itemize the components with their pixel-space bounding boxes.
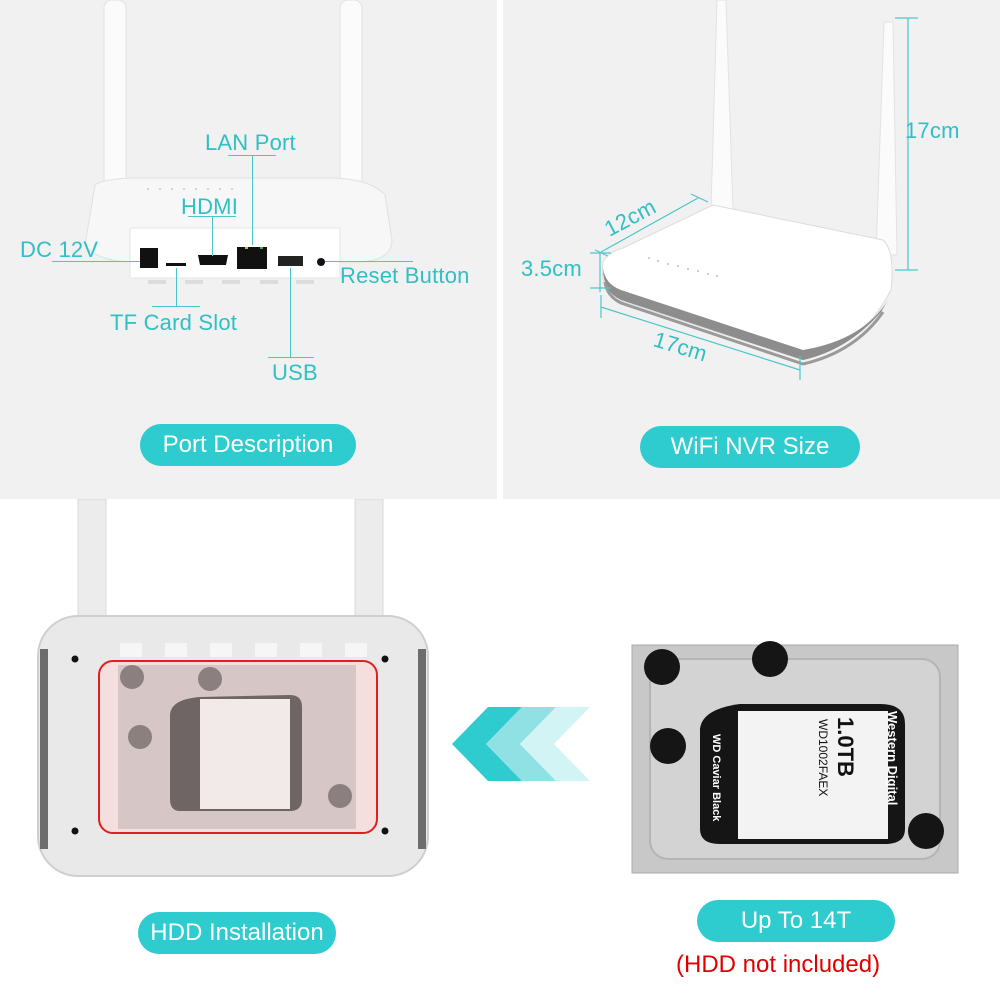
hdd-panel: 1.0TB WD1002FAEX Western Digital WD Cavi… [0, 499, 1000, 1000]
dc-leader [52, 261, 140, 262]
nvr-size-caption: WiFi NVR Size [640, 426, 860, 468]
lan-leader [252, 155, 253, 245]
hdd-series-text: WD Caviar Black [710, 734, 722, 822]
usb-leader [290, 268, 291, 358]
nvr-3d-illustration [590, 0, 918, 380]
antenna-height-label: 17cm [905, 118, 960, 143]
port-description-caption: Port Description [140, 424, 356, 466]
hdd-capacity-text: 1.0TB [833, 717, 858, 777]
capacity-caption: Up To 14T [697, 900, 895, 942]
hdd-install-illustration [37, 499, 959, 877]
usb-leader-bottom [268, 357, 314, 358]
nvr-size-panel: 17cm 12cm 3.5cm 17cm WiFi NVR Size [503, 0, 1000, 499]
hdd-installation-caption: HDD Installation [138, 912, 336, 954]
tf-leader [176, 268, 177, 306]
hdd-not-included-note: (HDD not included) [676, 951, 881, 978]
usb-label: USB [272, 360, 318, 385]
tf-card-slot-label: TF Card Slot [110, 310, 238, 335]
nvr-rear-illustration [84, 0, 393, 284]
dc-12v-label: DC 12V [20, 237, 99, 262]
reset-leader [325, 261, 413, 262]
height-label: 3.5cm [521, 256, 582, 281]
port-description-panel: LAN Port HDMI DC 12V Reset Button TF Car… [0, 0, 497, 499]
hdmi-leader [212, 216, 213, 256]
hdd-brand-text: Western Digital [885, 711, 900, 806]
hdd-model-text: WD1002FAEX [816, 719, 830, 797]
lan-port-label: LAN Port [205, 130, 296, 155]
tf-leader-bottom [152, 306, 200, 307]
reset-button-label: Reset Button [340, 263, 470, 288]
hdmi-label: HDMI [181, 194, 239, 219]
